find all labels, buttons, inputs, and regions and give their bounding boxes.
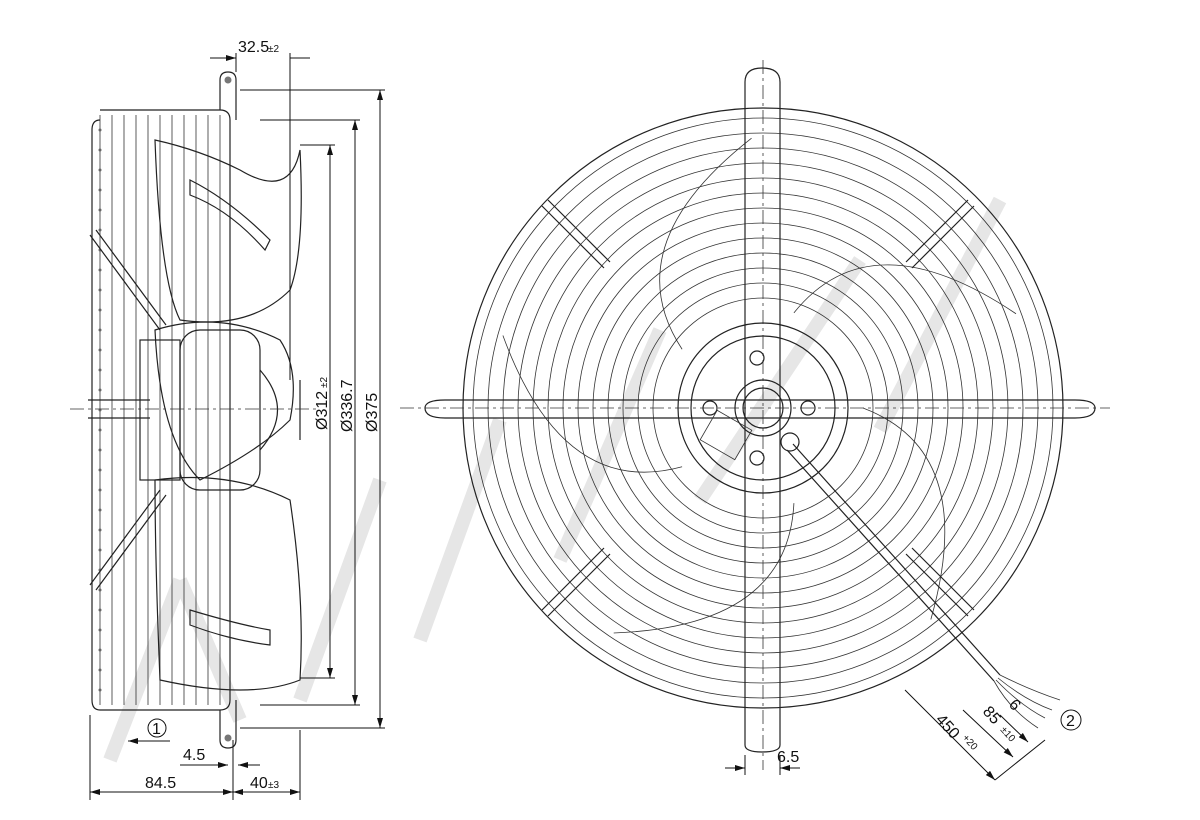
dim-cable-length: 450: [932, 711, 963, 742]
dim-flange: 4.5: [183, 747, 205, 764]
guard-wire-dot: [98, 588, 102, 592]
guard-wire-dot: [98, 288, 102, 292]
svg-text:±3: ±3: [268, 780, 279, 791]
dim-wire-strip: 6: [1005, 696, 1024, 714]
rotor-hub: [179, 329, 261, 491]
side-view: 32.5 ±2 Ø312 ±2 Ø336.7 Ø375 84.5 40 ±3 4…: [70, 39, 385, 800]
horizontal-bracket: [424, 399, 1096, 419]
guard-wire-dot: [98, 268, 102, 272]
guard-wire-dot: [98, 128, 102, 132]
bracket-bottom: [219, 700, 237, 749]
guard-wire-dot: [98, 548, 102, 552]
dim-guard-depth: 84.5: [145, 775, 176, 792]
guard-wire-dot: [98, 228, 102, 232]
vertical-bracket: [744, 67, 781, 753]
guard-wire-dot: [98, 308, 102, 312]
dim-blade-diameter: Ø312: [314, 391, 331, 430]
guard-wire-dot: [98, 688, 102, 692]
callout-2: [1060, 709, 1082, 731]
guard-wire-dot: [98, 528, 102, 532]
guard-wire-dot: [98, 608, 102, 612]
rivet-top: [224, 76, 232, 84]
cable-gland: [780, 432, 800, 452]
guard-wire-dot: [98, 188, 102, 192]
watermark: [103, 196, 1007, 763]
svg-text:±2: ±2: [319, 377, 330, 388]
guard-wire-dot: [98, 348, 102, 352]
shaft-bore: [734, 379, 792, 437]
fan-blades-front: [502, 137, 1017, 634]
dim-bracket-width: 6.5: [777, 749, 799, 766]
cable-wires: [993, 674, 1061, 729]
dim-top-offset: 32.5: [238, 39, 269, 56]
rivet-bottom: [224, 734, 232, 742]
guard-side-wires: [98, 115, 221, 705]
guard-struts: [88, 229, 167, 591]
guard-wire-dot: [98, 488, 102, 492]
fan-blade-bottom: [154, 476, 302, 691]
blade-slot-top: [189, 179, 271, 252]
callout-1: [147, 718, 167, 738]
dim-strip-length: 85: [979, 703, 1004, 728]
svg-text:2: 2: [1066, 713, 1075, 730]
svg-text:±10: ±10: [998, 725, 1018, 745]
motor-label: [699, 409, 753, 461]
dim-motor-depth: 40: [250, 775, 268, 792]
fan-blade-edge: [659, 137, 752, 350]
guard-wire-dot: [98, 368, 102, 372]
fan-blade-top: [154, 139, 302, 323]
guard-wire-dot: [98, 168, 102, 172]
clips: [541, 199, 975, 617]
guard-wire-dot: [98, 628, 102, 632]
svg-text:±2: ±2: [268, 44, 279, 55]
guard-wire-dot: [98, 208, 102, 212]
bracket-top: [219, 71, 237, 120]
guard-wire-dot: [98, 148, 102, 152]
guard-wire-dot: [98, 668, 102, 672]
guard-wire-dot: [98, 328, 102, 332]
fan-blade-edge: [502, 335, 683, 473]
guard-wire-dot: [98, 648, 102, 652]
fan-blade-edge: [793, 264, 1017, 315]
hub-screws: [702, 350, 816, 466]
guard-wire-dot: [98, 388, 102, 392]
guard-wire-dot: [98, 448, 102, 452]
guard-wire-dot: [98, 428, 102, 432]
svg-text:1: 1: [152, 721, 161, 738]
dim-outer-diameter: Ø375: [364, 393, 381, 432]
cable: [786, 443, 1001, 682]
fan-blade-edge: [862, 407, 946, 620]
fan-blade-edge: [613, 503, 795, 634]
guard-wire-dot: [98, 468, 102, 472]
svg-text:+20: +20: [960, 733, 980, 753]
guard-wire-dot: [98, 508, 102, 512]
dim-mid-diameter: Ø336.7: [339, 379, 356, 432]
hub-cap: [259, 369, 279, 451]
fan-blade-mid: [154, 321, 294, 481]
motor-hub: [677, 322, 849, 494]
blade-slot-bottom: [189, 609, 271, 646]
